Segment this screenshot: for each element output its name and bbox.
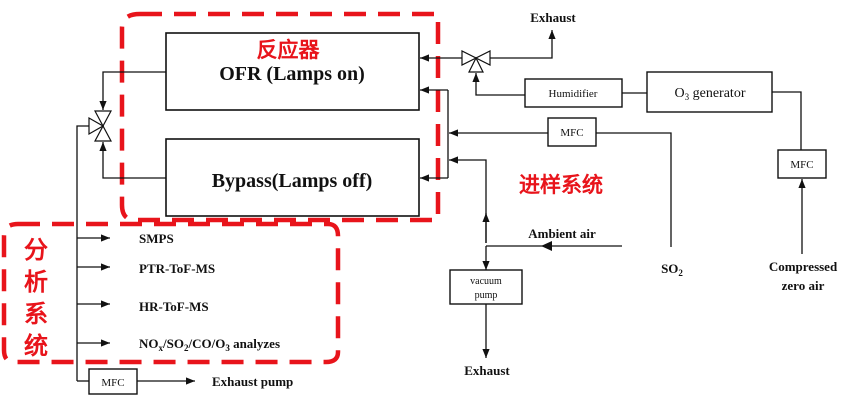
mfc-so2-label: MFC [560, 127, 583, 139]
ambient-air-label: Ambient air [528, 226, 596, 241]
analysis-group-label-4: 统 [24, 332, 48, 360]
analysis-group-label-2: 析 [24, 268, 48, 296]
analysis-group-label-3: 系 [24, 300, 48, 328]
vacuum-pump-label-2: pump [475, 290, 498, 301]
top-exhaust-label: Exhaust [530, 10, 576, 25]
sampling-group-label: 进样系统 [519, 173, 603, 197]
instrument-gas-analyzers: NOx/SO2/CO/O3 analyzes [139, 336, 280, 353]
vacuum-pump-label-1: vacuum [470, 276, 502, 287]
outlet-three-way-valve [88, 110, 112, 142]
instrument-smps: SMPS [139, 231, 174, 246]
vacuum-pump-box [449, 269, 523, 305]
bypass-box-label: Bypass(Lamps off) [212, 170, 373, 192]
mfc-so2-box [547, 117, 597, 147]
reactor-group-outline [119, 11, 441, 223]
humidifier-box [524, 78, 623, 108]
instrument-hr-tof-ms: HR-ToF-MS [139, 299, 209, 314]
bottom-exhaust-label: Exhaust [464, 363, 510, 378]
o3-generator-label: O3 generator [675, 86, 746, 102]
ofr-box [165, 32, 420, 111]
reactor-group-label: 反应器 [257, 38, 321, 62]
mfc-exhaust-label: MFC [101, 377, 124, 389]
inlet-three-way-valve [461, 50, 491, 73]
compressed-zero-air-label-1: Compressed [769, 259, 838, 274]
ofr-box-label: OFR (Lamps on) [219, 63, 365, 85]
exhaust-pump-label: Exhaust pump [212, 374, 293, 389]
mfc-zero-air-label: MFC [790, 159, 813, 171]
so2-label: SO2 [661, 261, 683, 278]
bypass-box [165, 138, 420, 217]
analysis-group-label-1: 分 [24, 236, 48, 264]
o3-generator-box [646, 71, 773, 113]
analysis-group-outline [1, 221, 341, 365]
humidifier-label: Humidifier [549, 88, 598, 100]
instrument-ptr-tof-ms: PTR-ToF-MS [139, 261, 215, 276]
compressed-zero-air-label-2: zero air [782, 278, 825, 293]
mfc-zero-air-box [777, 149, 827, 179]
